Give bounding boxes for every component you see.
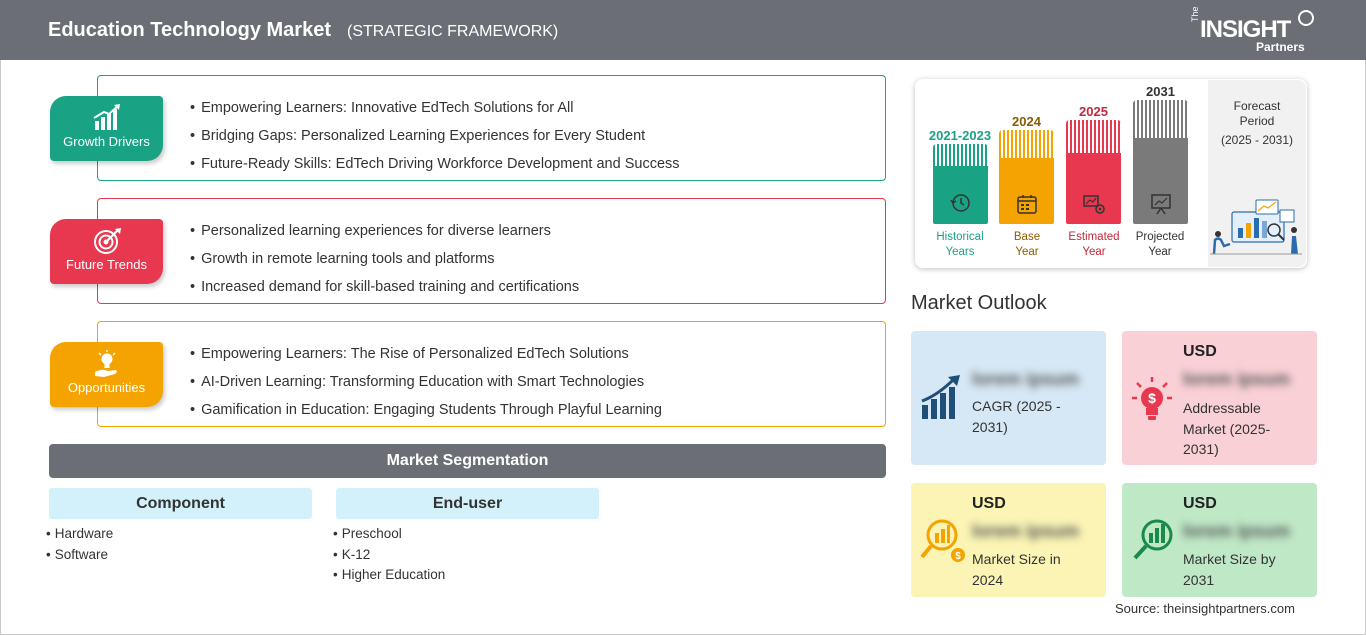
lightbulb-hand-icon xyxy=(94,350,117,377)
svg-text:$: $ xyxy=(1148,390,1156,406)
list-item: Higher Education xyxy=(333,565,446,586)
historical-label: Historical Years xyxy=(936,231,984,258)
magnifier-bars-icon xyxy=(1133,519,1173,560)
opportunities-card: Empowering Learners: The Rise of Persona… xyxy=(97,321,886,427)
growth-drivers-badge: Growth Drivers xyxy=(50,96,163,161)
page-title: Education Technology Market xyxy=(48,19,331,41)
opportunities-list: Empowering Learners: The Rise of Persona… xyxy=(190,340,662,424)
component-list: Hardware Software xyxy=(46,524,114,566)
future-trends-card: Personalized learning experiences for di… xyxy=(97,198,886,304)
market-size-2031-box: USD lorem ipsum Market Size by 2031 xyxy=(1122,483,1317,597)
historical-bar xyxy=(933,144,988,224)
projected-year: 2031 xyxy=(1146,84,1175,99)
market-size-2024-box: USD $ lorem ipsum Market Size in 2024 xyxy=(911,483,1106,597)
opportunities-badge: Opportunities xyxy=(50,342,163,407)
list-item: AI-Driven Learning: Transforming Educati… xyxy=(190,368,662,396)
size-2024-desc: Market Size in 2024 xyxy=(972,551,1061,588)
cagr-desc: CAGR (2025 - 2031) xyxy=(972,398,1061,435)
base-year: 2024 xyxy=(1012,114,1041,129)
list-item: Personalized learning experiences for di… xyxy=(190,217,579,245)
size-2031-value: lorem ipsum xyxy=(1183,521,1291,541)
growth-drivers-label: Growth Drivers xyxy=(63,134,150,149)
forecast-line1: Forecast xyxy=(1233,99,1281,113)
list-item: Gamification in Education: Engaging Stud… xyxy=(190,396,662,424)
opportunities-label: Opportunities xyxy=(67,380,146,395)
forecast-range: (2025 - 2031) xyxy=(1220,133,1294,147)
size-2031-unit: USD xyxy=(1183,495,1217,512)
presentation-icon xyxy=(1150,194,1171,215)
projected-label: Projected Year xyxy=(1135,231,1185,258)
cagr-value: lorem ipsum xyxy=(972,369,1080,389)
addressable-market-box: USD $ lorem ipsum Addressable Market (20… xyxy=(1122,331,1317,465)
list-item: Preschool xyxy=(333,524,445,545)
forecast-line2: Period xyxy=(1239,114,1275,128)
future-trends-list: Personalized learning experiences for di… xyxy=(190,217,579,301)
growth-drivers-card: Empowering Learners: Innovative EdTech S… xyxy=(97,75,886,181)
magnifier-dollar-icon: $ xyxy=(920,519,965,562)
addressable-unit: USD xyxy=(1183,343,1217,360)
history-clock-icon xyxy=(949,194,970,212)
bar-chart-arrow-icon xyxy=(92,104,120,130)
estimated-label: Estimated Year xyxy=(1068,231,1120,258)
list-item: Bridging Gaps: Personalized Learning Exp… xyxy=(190,122,680,150)
size-2024-unit: USD xyxy=(972,495,1006,512)
target-icon xyxy=(93,228,121,254)
end-user-list: Preschool K-12 Higher Education xyxy=(333,524,446,586)
dollar-bulb-icon: $ xyxy=(1132,377,1172,420)
market-segmentation-bar: Market Segmentation xyxy=(49,444,886,478)
projected-bar xyxy=(1133,100,1188,224)
analytics-team-icon xyxy=(1210,199,1302,255)
size-2024-value: lorem ipsum xyxy=(972,521,1080,541)
component-header: Component xyxy=(49,488,312,519)
addressable-value: lorem ipsum xyxy=(1183,369,1291,389)
growth-drivers-list: Empowering Learners: Innovative EdTech S… xyxy=(190,94,680,178)
calendar-icon xyxy=(1016,195,1037,214)
page-header: Education Technology Market (STRATEGIC F… xyxy=(0,0,1366,60)
market-outlook-title: Market Outlook xyxy=(911,292,1047,314)
list-item: Empowering Learners: The Rise of Persona… xyxy=(190,340,662,368)
cagr-box: lorem ipsum CAGR (2025 - 2031) xyxy=(911,331,1106,465)
svg-text:$: $ xyxy=(955,551,961,562)
size-2031-desc: Market Size by 2031 xyxy=(1183,551,1276,588)
base-bar xyxy=(999,130,1054,224)
gear-chart-icon xyxy=(1082,195,1105,214)
list-item: Increased demand for skill-based trainin… xyxy=(190,273,579,301)
growth-chart-icon xyxy=(921,375,960,419)
addressable-desc: Addressable Market (2025-2031) xyxy=(1183,400,1271,457)
end-user-header: End-user xyxy=(336,488,599,519)
list-item: Software xyxy=(46,545,113,566)
list-item: K-12 xyxy=(333,545,445,566)
insight-partners-logo: The INSIGHT Partners xyxy=(1190,6,1315,54)
list-item: Empowering Learners: Innovative EdTech S… xyxy=(190,94,680,122)
list-item: Future-Ready Skills: EdTech Driving Work… xyxy=(190,150,679,178)
base-label: Base Year xyxy=(1013,231,1041,258)
estimated-bar xyxy=(1066,120,1121,224)
list-item: Growth in remote learning tools and plat… xyxy=(190,245,579,273)
list-item: Hardware xyxy=(46,524,114,545)
future-trends-label: Future Trends xyxy=(66,257,147,272)
historical-year: 2021-2023 xyxy=(928,128,992,143)
page-subtitle: (STRATEGIC FRAMEWORK) xyxy=(347,23,559,40)
source-note: Source: theinsightpartners.com xyxy=(1115,601,1295,616)
logo-ring-icon xyxy=(1298,10,1314,26)
estimated-year: 2025 xyxy=(1079,104,1108,119)
future-trends-badge: Future Trends xyxy=(50,219,163,284)
